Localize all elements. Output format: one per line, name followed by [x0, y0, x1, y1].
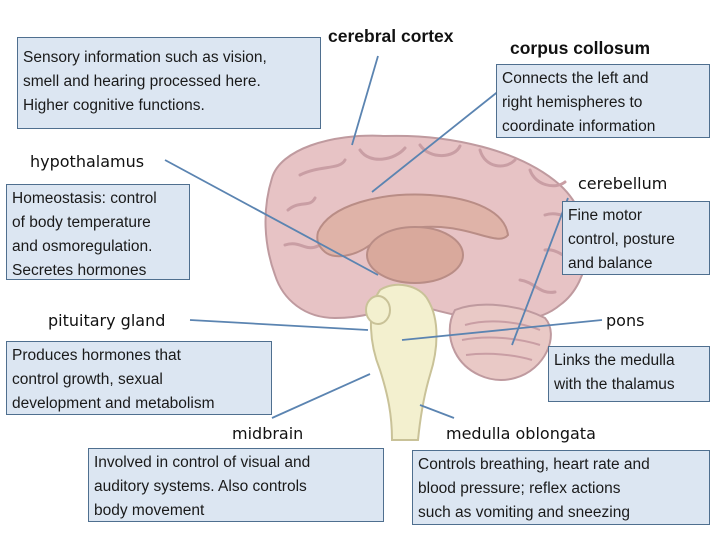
info-box-hypothalamus: Homeostasis: control of body temperature…: [6, 184, 190, 280]
brainstem-shape: [370, 283, 438, 441]
medulla-line-3: such as vomiting and sneezing: [418, 504, 630, 521]
pituitary-shape: [365, 295, 391, 325]
label-pons: pons: [606, 311, 645, 330]
hypothalamus-line-3: and osmoregulation.: [12, 238, 153, 255]
pointer-cerebral-cortex: [351, 55, 379, 146]
corpus-collosum-line-2: right hemispheres to: [502, 94, 643, 111]
cerebral-cortex-line-2: smell and hearing processed here.: [23, 73, 261, 90]
info-box-medulla-oblongata: Controls breathing, heart rate and blood…: [412, 450, 710, 525]
cerebellum-line-3: and balance: [568, 255, 653, 272]
thalamus-shape: [366, 226, 464, 284]
cerebral-cortex-line-3: Higher cognitive functions.: [23, 97, 205, 114]
pointer-pituitary: [189, 319, 369, 331]
pons-line-1: Links the medulla: [554, 352, 675, 369]
info-box-corpus-collosum: Connects the left and right hemispheres …: [496, 64, 710, 138]
pons-line-2: with the thalamus: [554, 376, 675, 393]
cerebral-cortex-line-1: Sensory information such as vision,: [23, 49, 267, 66]
hypothalamus-line-2: of body temperature: [12, 214, 151, 231]
info-box-pituitary-gland: Produces hormones that control growth, s…: [6, 341, 272, 415]
label-pituitary-gland: pituitary gland: [48, 311, 166, 330]
label-corpus-collosum: corpus collosum: [510, 38, 651, 58]
label-hypothalamus: hypothalamus: [30, 152, 145, 171]
midbrain-line-3: body movement: [94, 502, 205, 519]
pointer-corpus-collosum: [371, 89, 501, 193]
cerebellum-shape: [448, 303, 552, 381]
medulla-line-1: Controls breathing, heart rate and: [418, 456, 650, 473]
midbrain-line-1: Involved in control of visual and: [94, 454, 311, 471]
pointer-pons: [401, 319, 603, 341]
pituitary-line-2: control growth, sexual: [12, 371, 163, 388]
label-midbrain: midbrain: [232, 424, 304, 443]
pointer-hypothalamus: [164, 159, 379, 276]
info-box-midbrain: Involved in control of visual and audito…: [88, 448, 384, 522]
cerebellum-line-1: Fine motor: [568, 207, 643, 224]
pointer-midbrain: [271, 373, 371, 419]
info-box-cerebellum: Fine motor control, posture and balance: [562, 201, 710, 275]
hypothalamus-line-4: Secretes hormones: [12, 262, 147, 279]
corpus-collosum-line-1: Connects the left and: [502, 70, 649, 87]
midbrain-line-2: auditory systems. Also controls: [94, 478, 307, 495]
info-box-pons: Links the medulla with the thalamus: [548, 346, 710, 402]
pointer-lines: [164, 55, 603, 419]
medulla-line-2: blood pressure; reflex actions: [418, 480, 621, 497]
label-cerebellum: cerebellum: [578, 174, 668, 193]
info-box-cerebral-cortex: Sensory information such as vision, smel…: [17, 37, 321, 129]
pointer-cerebellum: [511, 197, 569, 346]
cerebellum-folds: [461, 320, 541, 361]
hypothalamus-line-1: Homeostasis: control: [12, 190, 157, 207]
label-medulla-oblongata: medulla oblongata: [446, 424, 596, 443]
corpus-collosum-line-3: coordinate information: [502, 118, 656, 135]
corpus-callosum-shape: [316, 193, 510, 258]
pituitary-line-3: development and metabolism: [12, 395, 215, 412]
pituitary-line-1: Produces hormones that: [12, 347, 181, 364]
pointer-medulla: [419, 404, 455, 419]
cerebellum-line-2: control, posture: [568, 231, 675, 248]
label-cerebral-cortex: cerebral cortex: [328, 26, 454, 46]
